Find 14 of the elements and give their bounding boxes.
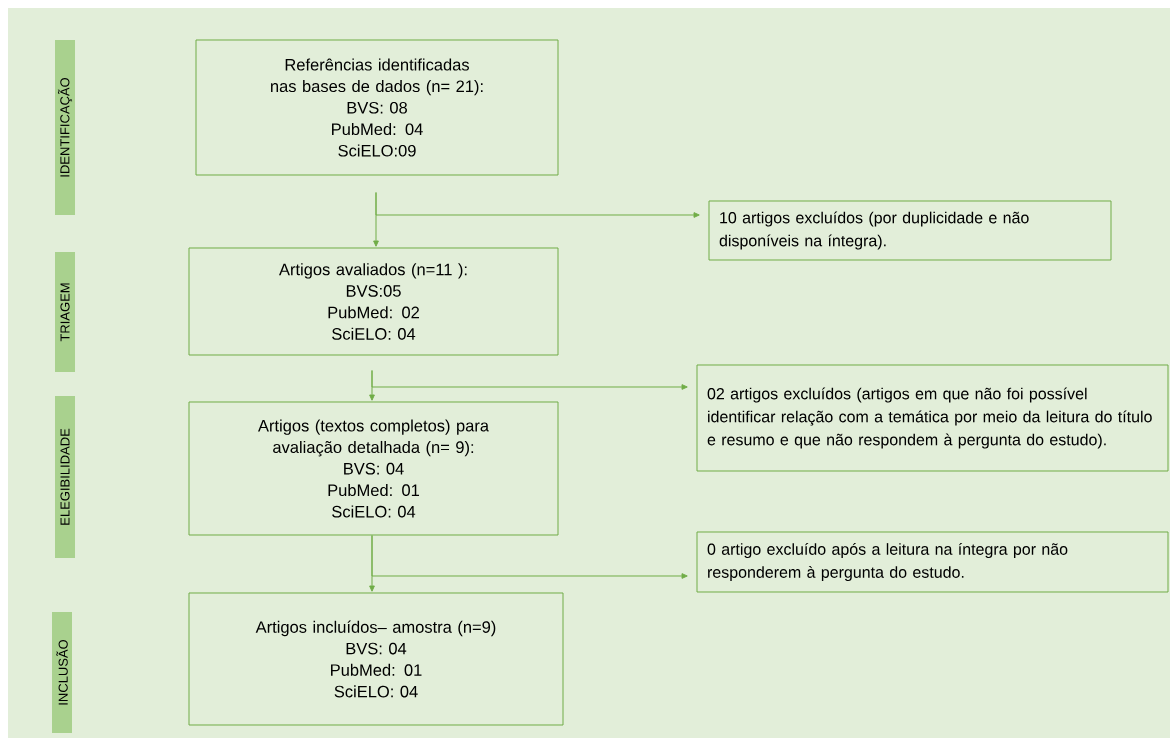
exclusion-box: 02 artigos excluídos (artigos em que não foi possível identificar relação com a temática por meio da leitura do título e resumo e que não respondem à pergunta do estudo).: [696, 364, 1169, 472]
arrow: [371, 535, 688, 579]
stage-band: INCLUSÃO: [52, 612, 72, 733]
exclusion-box: 0 artigo excluído após a leitura na íntegra por não responderem à pergunta do estudo.: [696, 531, 1169, 593]
exclusion-box: 10 artigos excluídos (por duplicidade e não disponíveis na íntegra).: [708, 200, 1112, 261]
process-box: Referências identificadas nas bases de dados (n= 21): BVS: 08 PubMed: 04 SciELO:09: [195, 39, 559, 176]
arrow: [375, 192, 700, 218]
process-box: Artigos incluídos– amostra (n=9) BVS: 04 PubMed: 01 SciELO: 04: [188, 592, 564, 726]
arrow: [371, 370, 688, 390]
process-box: Artigos (textos completos) para avaliação detalhada (n= 9): BVS: 04 PubMed: 01 SciELO: 04: [188, 401, 559, 536]
stage-band: IDENTIFICAÇÃO: [55, 40, 75, 215]
process-box: Artigos avaliados (n=11 ): BVS:05 PubMed: 02 SciELO: 04: [188, 247, 559, 356]
stage-band: TRIAGEM: [55, 252, 75, 372]
stage-band: ELEGIBILIDADE: [55, 396, 75, 558]
